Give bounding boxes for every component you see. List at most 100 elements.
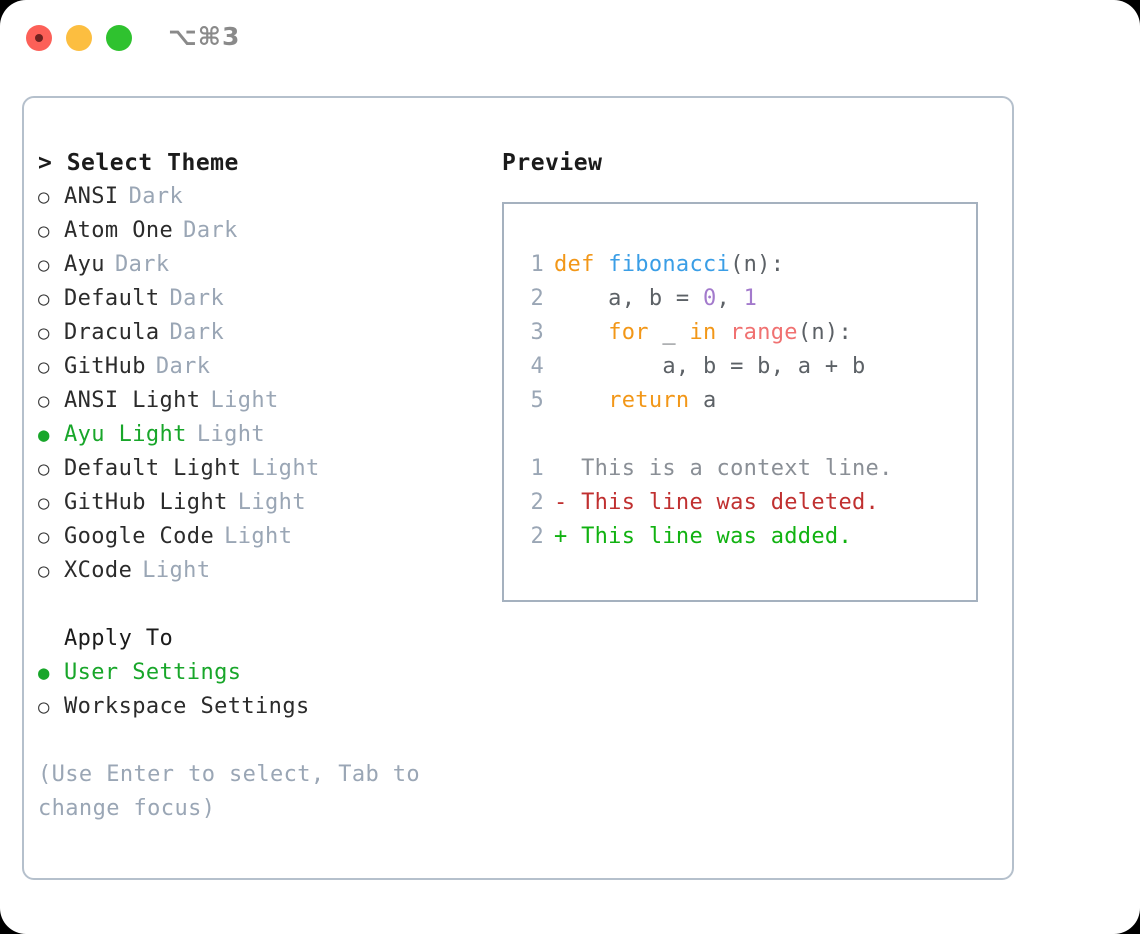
radio-unselected-icon: ○ [38,526,50,548]
code-token-num: 0 [703,286,717,311]
radio-unselected-icon: ○ [38,356,50,378]
apply-to-option-workspace-settings[interactable]: ○ Workspace Settings [38,690,468,724]
theme-option-dracula[interactable]: ○ Dracula Dark [38,316,468,350]
radio-unselected-icon: ○ [38,696,50,718]
code-token-num: 1 [743,286,758,311]
radio-selected-icon: ● [38,424,50,446]
diff-preview: 1 This is a context line.2- This line wa… [518,452,976,554]
code-line: 4 a, b = b, a + b [518,350,976,384]
code-token-kw: in [689,320,717,345]
code-line-content: a, b = 0, 1 [554,282,757,316]
theme-option-label: Dracula [64,320,160,345]
theme-option-label: Default Light [64,456,242,481]
apply-to-option-label: Workspace Settings [64,694,310,719]
code-line-content: for _ in range(n): [554,316,852,350]
title-bar: ⌥⌘3 [0,0,1140,76]
diff-line-ctx: 1 This is a context line. [518,452,976,486]
theme-option-label: XCode [64,558,133,583]
theme-option-variant-tag: Light [251,456,320,481]
diff-line-add: 2+ This line was added. [518,520,976,554]
theme-option-ansi[interactable]: ○ ANSI Dark [38,180,468,214]
theme-option-label: GitHub [64,354,146,379]
theme-option-google-code[interactable]: ○ Google Code Light [38,520,468,554]
radio-unselected-icon: ○ [38,254,50,276]
code-token-pl [595,252,609,277]
radio-selected-icon: ● [38,662,50,684]
code-token-pl [717,320,731,345]
radio-unselected-icon: ○ [38,560,50,582]
preview-heading: Preview [502,150,603,176]
code-line: 5 return a [518,384,976,418]
theme-option-label: Ayu Light [64,422,187,447]
select-theme-heading: > Select Theme [38,150,239,176]
code-token-kw: for [608,320,649,345]
code-token-pl [554,320,608,345]
theme-option-label: Google Code [64,524,215,549]
close-button-icon[interactable] [26,25,52,51]
code-line-number: 3 [530,320,544,345]
apply-to-heading: Apply To [64,626,174,651]
code-token-pl: a, b = [554,286,703,311]
apply-to-list[interactable]: ●User Settings ○ Workspace Settings [38,656,468,724]
theme-option-github[interactable]: ○ GitHub Dark [38,350,468,384]
spacer [38,588,468,622]
theme-option-variant-tag: Dark [183,218,238,243]
code-diff-spacer [518,418,976,452]
code-token-pl: (n): [797,320,853,345]
radio-unselected-icon: ○ [38,186,50,208]
diff-line-content: This is a context line. [554,456,893,481]
theme-option-variant-tag: Dark [128,184,184,209]
theme-option-variant-tag: Light [224,524,293,549]
minimize-button-icon[interactable] [66,25,92,51]
radio-unselected-icon: ○ [38,220,50,242]
code-token-pl: _ [648,320,690,345]
diff-line-number: 2 [530,524,544,549]
code-token-pl: a, b = b, a + b [554,354,866,379]
theme-option-label: ANSI Light [64,388,201,413]
diff-line-number: 1 [530,456,544,481]
keyboard-hint-text: (Use Enter to select, Tab to change focu… [38,762,421,821]
radio-unselected-icon: ○ [38,390,50,412]
radio-unselected-icon: ○ [38,288,50,310]
theme-option-variant-tag: Dark [169,320,225,345]
theme-option-xcode[interactable]: ○ XCode Light [38,554,468,588]
theme-option-default[interactable]: ○ Default Dark [38,282,468,316]
theme-option-atom-one[interactable]: ○ Atom One Dark [38,214,468,248]
code-token-kw: return [608,388,690,413]
code-token-kw: def [554,252,595,277]
code-line: 2 a, b = 0, 1 [518,282,976,316]
radio-unselected-icon: ○ [38,322,50,344]
theme-option-label: Default [64,286,160,311]
theme-option-variant-tag: Dark [169,286,225,311]
traffic-light-buttons [26,25,132,51]
window-title-shortcut: ⌥⌘3 [168,22,241,51]
theme-option-variant-tag: Dark [114,252,170,277]
theme-option-variant-tag: Dark [155,354,211,379]
theme-option-label: Atom One [64,218,174,243]
theme-option-label: ANSI [64,184,119,209]
radio-unselected-icon: ○ [38,492,50,514]
apply-to-option-user-settings[interactable]: ●User Settings [38,656,468,690]
diff-line-number: 2 [530,490,544,515]
theme-option-variant-tag: Light [142,558,211,583]
code-line-content: return a [554,384,717,418]
code-token-pl: a [689,388,717,413]
code-token-fn: fibonacci [608,252,731,277]
diff-line-del: 2- This line was deleted. [518,486,976,520]
theme-option-variant-tag: Light [237,490,306,515]
zoom-button-icon[interactable] [106,25,132,51]
code-line: 3 for _ in range(n): [518,316,976,350]
